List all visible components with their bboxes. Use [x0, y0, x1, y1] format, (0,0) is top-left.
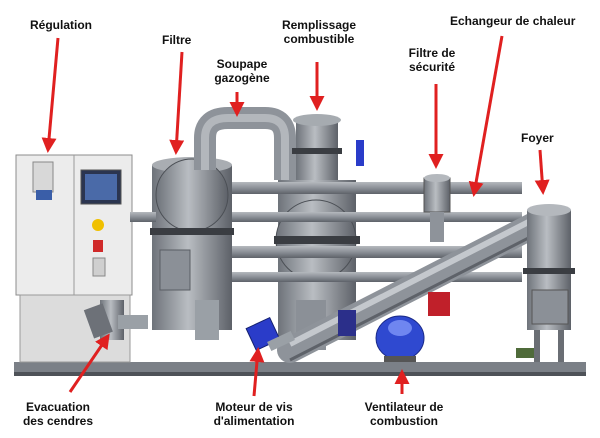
label-moteur-vis-alimentation: Moteur de vis d'alimentation — [213, 400, 295, 428]
label-filtre: Filtre — [162, 33, 192, 47]
filter-vessel — [150, 157, 234, 340]
gasifier-valve — [194, 107, 296, 180]
label-remplissage-combustible: Remplissage combustible — [281, 18, 357, 46]
safety-filter — [423, 174, 451, 242]
label-soupape-gazogene: Soupape gazogène — [214, 57, 270, 85]
label-echangeur-chaleur: Echangeur de chaleur — [450, 14, 576, 28]
label-filtre-securite: Filtre de sécurité — [408, 46, 456, 74]
fuel-filling — [292, 114, 364, 190]
label-foyer: Foyer — [521, 131, 554, 145]
label-arrows — [41, 35, 550, 397]
ash-evacuation — [83, 300, 148, 340]
red-components — [338, 292, 450, 336]
heat-exchanger — [277, 205, 561, 363]
label-evacuation-cendres: Evacuation des cendres — [22, 400, 94, 428]
label-regulation: Régulation — [30, 18, 92, 32]
combustion-fan — [375, 315, 425, 362]
feed-motor — [245, 316, 295, 352]
label-ventilateur-combustion: Ventilateur de combustion — [364, 400, 444, 428]
furnace — [516, 204, 575, 362]
base-frame — [14, 362, 586, 376]
